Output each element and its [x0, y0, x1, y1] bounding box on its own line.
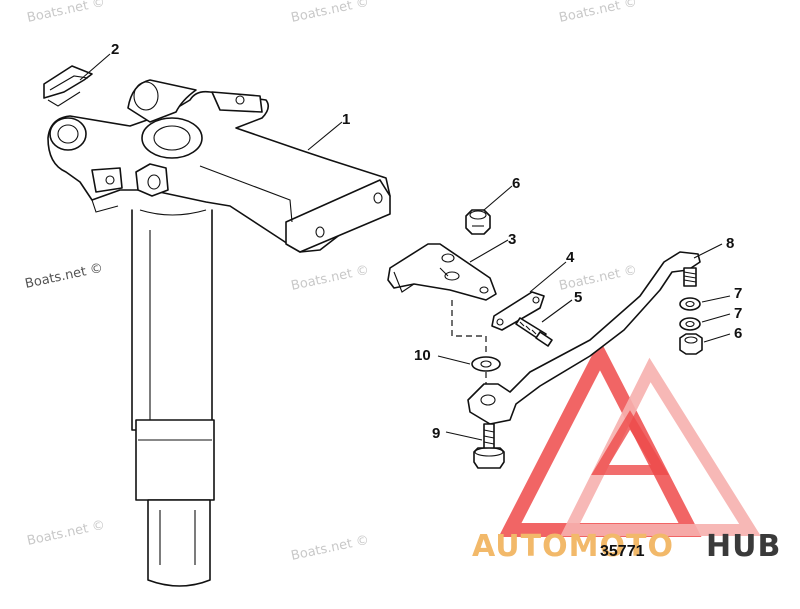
part-3-bracket [387, 243, 497, 301]
brand-wordmark: AUTOMOTO HUB [472, 529, 781, 564]
watermark: Boats.net © [558, 0, 639, 26]
watermark-dark: Boats.net © [24, 261, 105, 292]
part-9-screw [473, 423, 505, 469]
watermark: Boats.net © [26, 0, 107, 26]
callout-6: 6 [734, 325, 742, 342]
part-6-nut-right [679, 333, 703, 355]
callout-7: 7 [734, 305, 742, 322]
part-6-nut-top [465, 209, 491, 235]
callout-8: 8 [726, 235, 734, 252]
part-5-bolt [515, 317, 553, 347]
brand-part1: AUTOMOTO [472, 529, 674, 564]
guide-line [451, 300, 487, 356]
brand-part2: HUB [706, 529, 781, 564]
callout-5: 5 [574, 289, 582, 306]
callout-3: 3 [508, 231, 516, 248]
callout-2: 2 [111, 41, 119, 58]
part-4-link [491, 291, 545, 331]
watermarks: Boats.net © Boats.net © Boats.net © Boat… [26, 0, 639, 564]
callout-4: 4 [566, 249, 575, 266]
part-8-steering-link [467, 251, 701, 425]
watermark: Boats.net © [26, 518, 107, 549]
callout-1: 1 [342, 111, 350, 128]
diagram-number: 35771 [600, 543, 645, 560]
watermark: Boats.net © [290, 0, 371, 26]
callout-9: 9 [432, 425, 440, 442]
part-7-washer [679, 317, 701, 331]
part-10-washer [471, 356, 501, 372]
part-1-swivel-bracket [47, 79, 391, 587]
watermark: Boats.net © [558, 263, 639, 294]
callout-6: 6 [512, 175, 520, 192]
leader-lines [79, 53, 731, 441]
part-7-washer [679, 297, 701, 311]
callout-7: 7 [734, 285, 742, 302]
callouts: 2 1 6 3 4 5 8 7 7 6 10 9 [111, 41, 742, 442]
watermark: Boats.net © [290, 533, 371, 564]
callout-10: 10 [414, 347, 431, 364]
part-2-clip [43, 65, 93, 107]
watermark: Boats.net © [290, 263, 371, 294]
brand-logo-mark [498, 339, 761, 537]
